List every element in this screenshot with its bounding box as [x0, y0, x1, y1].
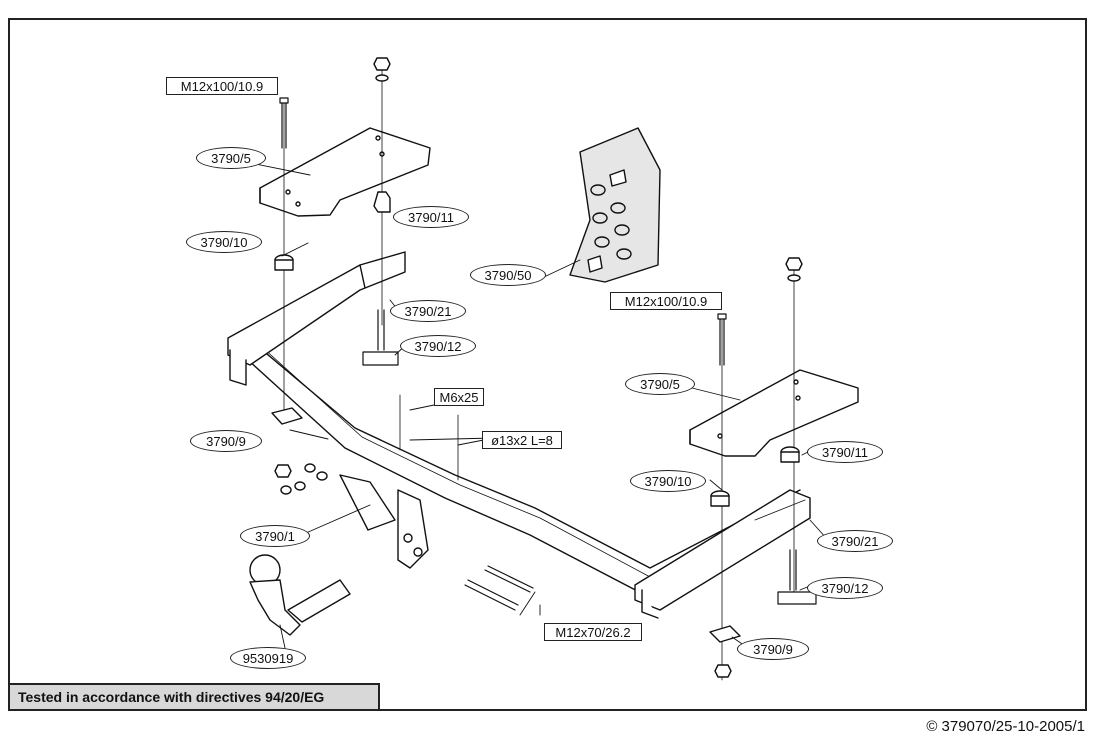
label-plate9-right: 3790/9: [737, 638, 809, 660]
label-stud12-left: 3790/12: [400, 335, 476, 357]
bolts: [279, 97, 817, 611]
label-ball-part: 9530919: [230, 647, 306, 669]
test-directive-note: Tested in accordance with directives 94/…: [8, 683, 380, 711]
label-spacer11-left: 3790/11: [393, 206, 469, 228]
right-side-bracket: [634, 489, 811, 619]
label-washer-spec: ø13x2 L=8: [482, 431, 562, 449]
left-side-bracket: [227, 251, 406, 386]
label-bolt-m6: M6x25: [434, 388, 484, 406]
label-part-1: 3790/1: [240, 525, 310, 547]
copyright-text: © 379070/25-10-2005/1: [926, 718, 1085, 735]
label-spacer10-left: 3790/10: [186, 231, 262, 253]
label-plate-left: 3790/5: [196, 147, 266, 169]
nuts-and-washers: [271, 57, 803, 678]
label-bolt-left: M12x100/10.9: [166, 77, 278, 95]
ball-coupling: [249, 554, 351, 636]
drawing-frame: M12x100/10.9 3790/5 3790/11 3790/10 3790…: [8, 18, 1087, 711]
label-kit-50: 3790/50: [470, 264, 546, 286]
label-plate9-left: 3790/9: [190, 430, 262, 452]
label-bolt-right: M12x100/10.9: [610, 292, 722, 310]
towbar-assembly-drawing: [227, 57, 859, 681]
label-spacer10-right: 3790/10: [630, 470, 706, 492]
fixing-kit-bag: [569, 127, 661, 283]
label-bracket21-right: 3790/21: [817, 530, 893, 552]
label-plate-right: 3790/5: [625, 373, 695, 395]
label-spacer11-right: 3790/11: [807, 441, 883, 463]
left-mounting-plate: [259, 127, 431, 217]
label-stud12-right: 3790/12: [807, 577, 883, 599]
drop-plate: [339, 474, 429, 569]
label-bolt-m12x70: M12x70/26.2: [544, 623, 642, 641]
label-bracket21-left: 3790/21: [390, 300, 466, 322]
